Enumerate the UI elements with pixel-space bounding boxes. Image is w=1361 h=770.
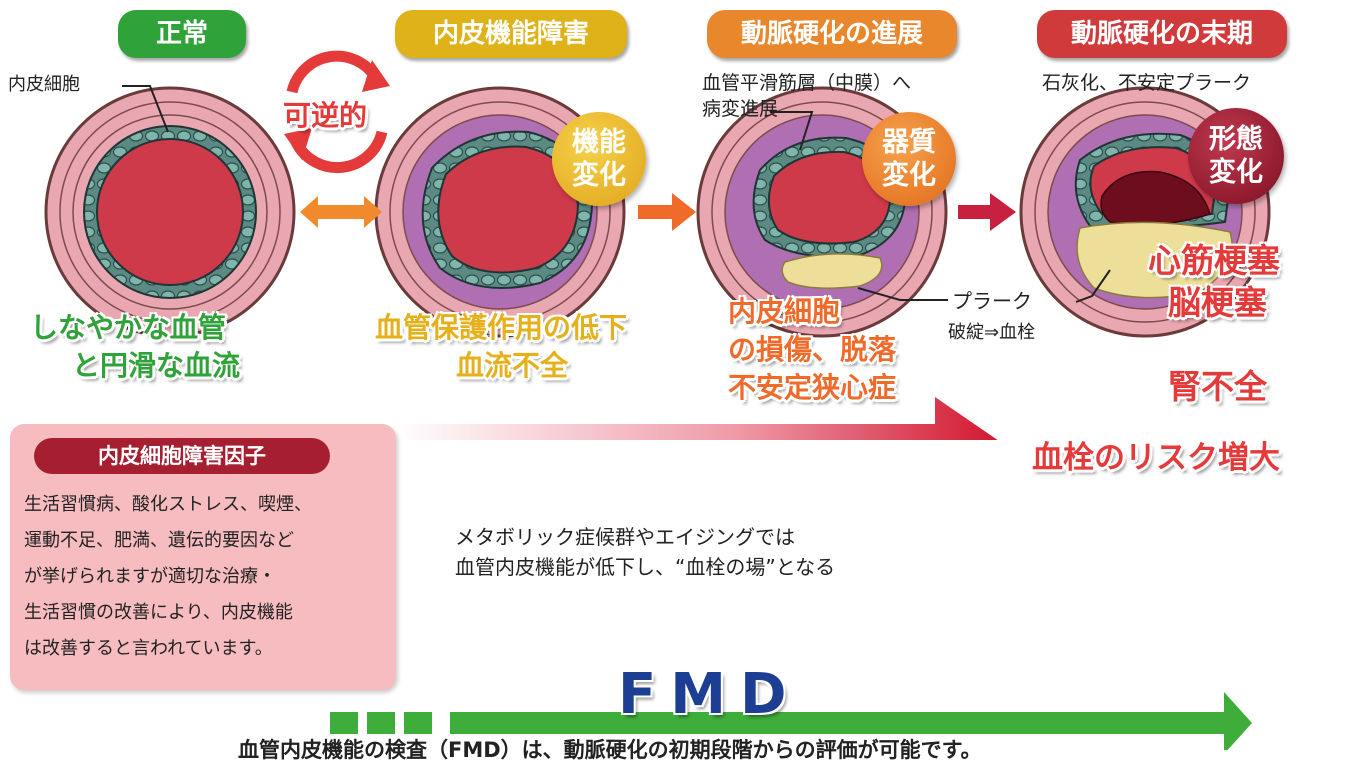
organic-change-badge: 器質 変化 <box>862 112 956 206</box>
media-pointer-line <box>770 111 814 151</box>
fmd-dash-1 <box>330 712 358 734</box>
renal-caption: 腎不全 <box>1168 367 1267 406</box>
morphological-badge-line1: 形態 <box>1209 124 1263 155</box>
stage-late-label: 動脈硬化の末期 <box>1037 10 1287 58</box>
progress-caption-line1: 内皮細胞 <box>728 295 841 328</box>
functional-badge-line2: 変化 <box>572 160 626 191</box>
double-arrow-icon <box>300 196 382 228</box>
calcification-label: 石灰化、不安定プラーク <box>1042 72 1252 94</box>
progress-caption-line3: 不安定狭心症 <box>728 371 897 404</box>
endothelial-pointer-line <box>122 85 169 133</box>
late-plaque-pointer-line <box>1075 269 1111 303</box>
late-caption-line2: 脳梗塞 <box>1168 283 1267 322</box>
dysfunction-caption-line1: 血管保護作用の低下 <box>375 311 628 344</box>
fmd-arrow-body <box>450 692 1252 750</box>
factor-box-line3: が挙げられますが適切な治療・ <box>24 566 276 587</box>
risk-arrow <box>395 397 998 440</box>
metabolic-note-line2: 血管内皮機能が低下し、“血栓の場”となる <box>455 555 836 579</box>
stage-normal-label: 正常 <box>118 10 246 58</box>
morphological-change-badge: 形態 変化 <box>1188 108 1284 204</box>
fmd-caption: 血管内皮機能の検査（FMD）は、動脈硬化の初期段階からの評価が可能です。 <box>238 738 982 762</box>
functional-change-badge: 機能 変化 <box>552 112 646 206</box>
media-label-line1: 血管平滑筋層（中膜）へ <box>702 72 912 94</box>
factor-box-line4: 生活習慣の改善により、内皮機能 <box>24 602 293 623</box>
factor-box: 内皮細胞障害因子 生活習慣病、酸化ストレス、喫煙、 運動不足、肥満、遺伝的要因な… <box>10 424 396 690</box>
progress-caption-line2: の損傷、脱落 <box>728 333 897 366</box>
normal-caption-line2: と円滑な血流 <box>72 349 241 382</box>
fmd-dash-3 <box>404 712 432 734</box>
vessel-diagram <box>44 50 1271 440</box>
fmd-arrow <box>330 692 1252 750</box>
morphological-badge-line2: 変化 <box>1209 157 1263 188</box>
fmd-dash-2 <box>367 712 395 734</box>
late-caption-line1: 心筋梗塞 <box>1148 241 1280 280</box>
metabolic-note-line1: メタボリック症候群やエイジングでは <box>455 525 795 549</box>
factor-box-line1: 生活習慣病、酸化ストレス、喫煙、 <box>24 494 312 515</box>
factor-box-line2: 運動不足、肥満、遺伝的要因など <box>24 530 294 551</box>
rupture-label: 破綻⇒血栓 <box>948 322 1036 343</box>
plaque-label: プラーク <box>952 289 1032 313</box>
functional-badge-line1: 機能 <box>572 127 626 158</box>
factor-box-line5: は改善すると言われています。 <box>24 638 273 659</box>
stage-progress-label: 動脈硬化の進展 <box>707 10 957 58</box>
vessel-normal <box>44 86 296 338</box>
organic-badge-line1: 器質 <box>882 127 936 158</box>
organic-badge-line2: 変化 <box>882 160 936 191</box>
dysfunction-caption-line2: 血流不全 <box>456 349 569 382</box>
normal-caption-line1: しなやかな血管 <box>30 311 227 344</box>
endothelial-cell-label: 内皮細胞 <box>8 74 80 95</box>
thrombosis-risk-label: 血栓のリスク増大 <box>1032 440 1280 476</box>
factor-box-title: 内皮細胞障害因子 <box>34 438 330 474</box>
stage-dysfunction-label: 内皮機能障害 <box>395 10 627 58</box>
fmd-title: FMD <box>618 662 801 727</box>
reversible-cycle-icon <box>284 50 390 174</box>
arrow-right-orange-icon <box>638 193 696 231</box>
reversible-label: 可逆的 <box>283 99 368 132</box>
plaque-pointer-line <box>857 287 948 301</box>
arrow-right-red-icon <box>958 193 1016 231</box>
media-label-line2: 病変進展 <box>702 98 779 120</box>
